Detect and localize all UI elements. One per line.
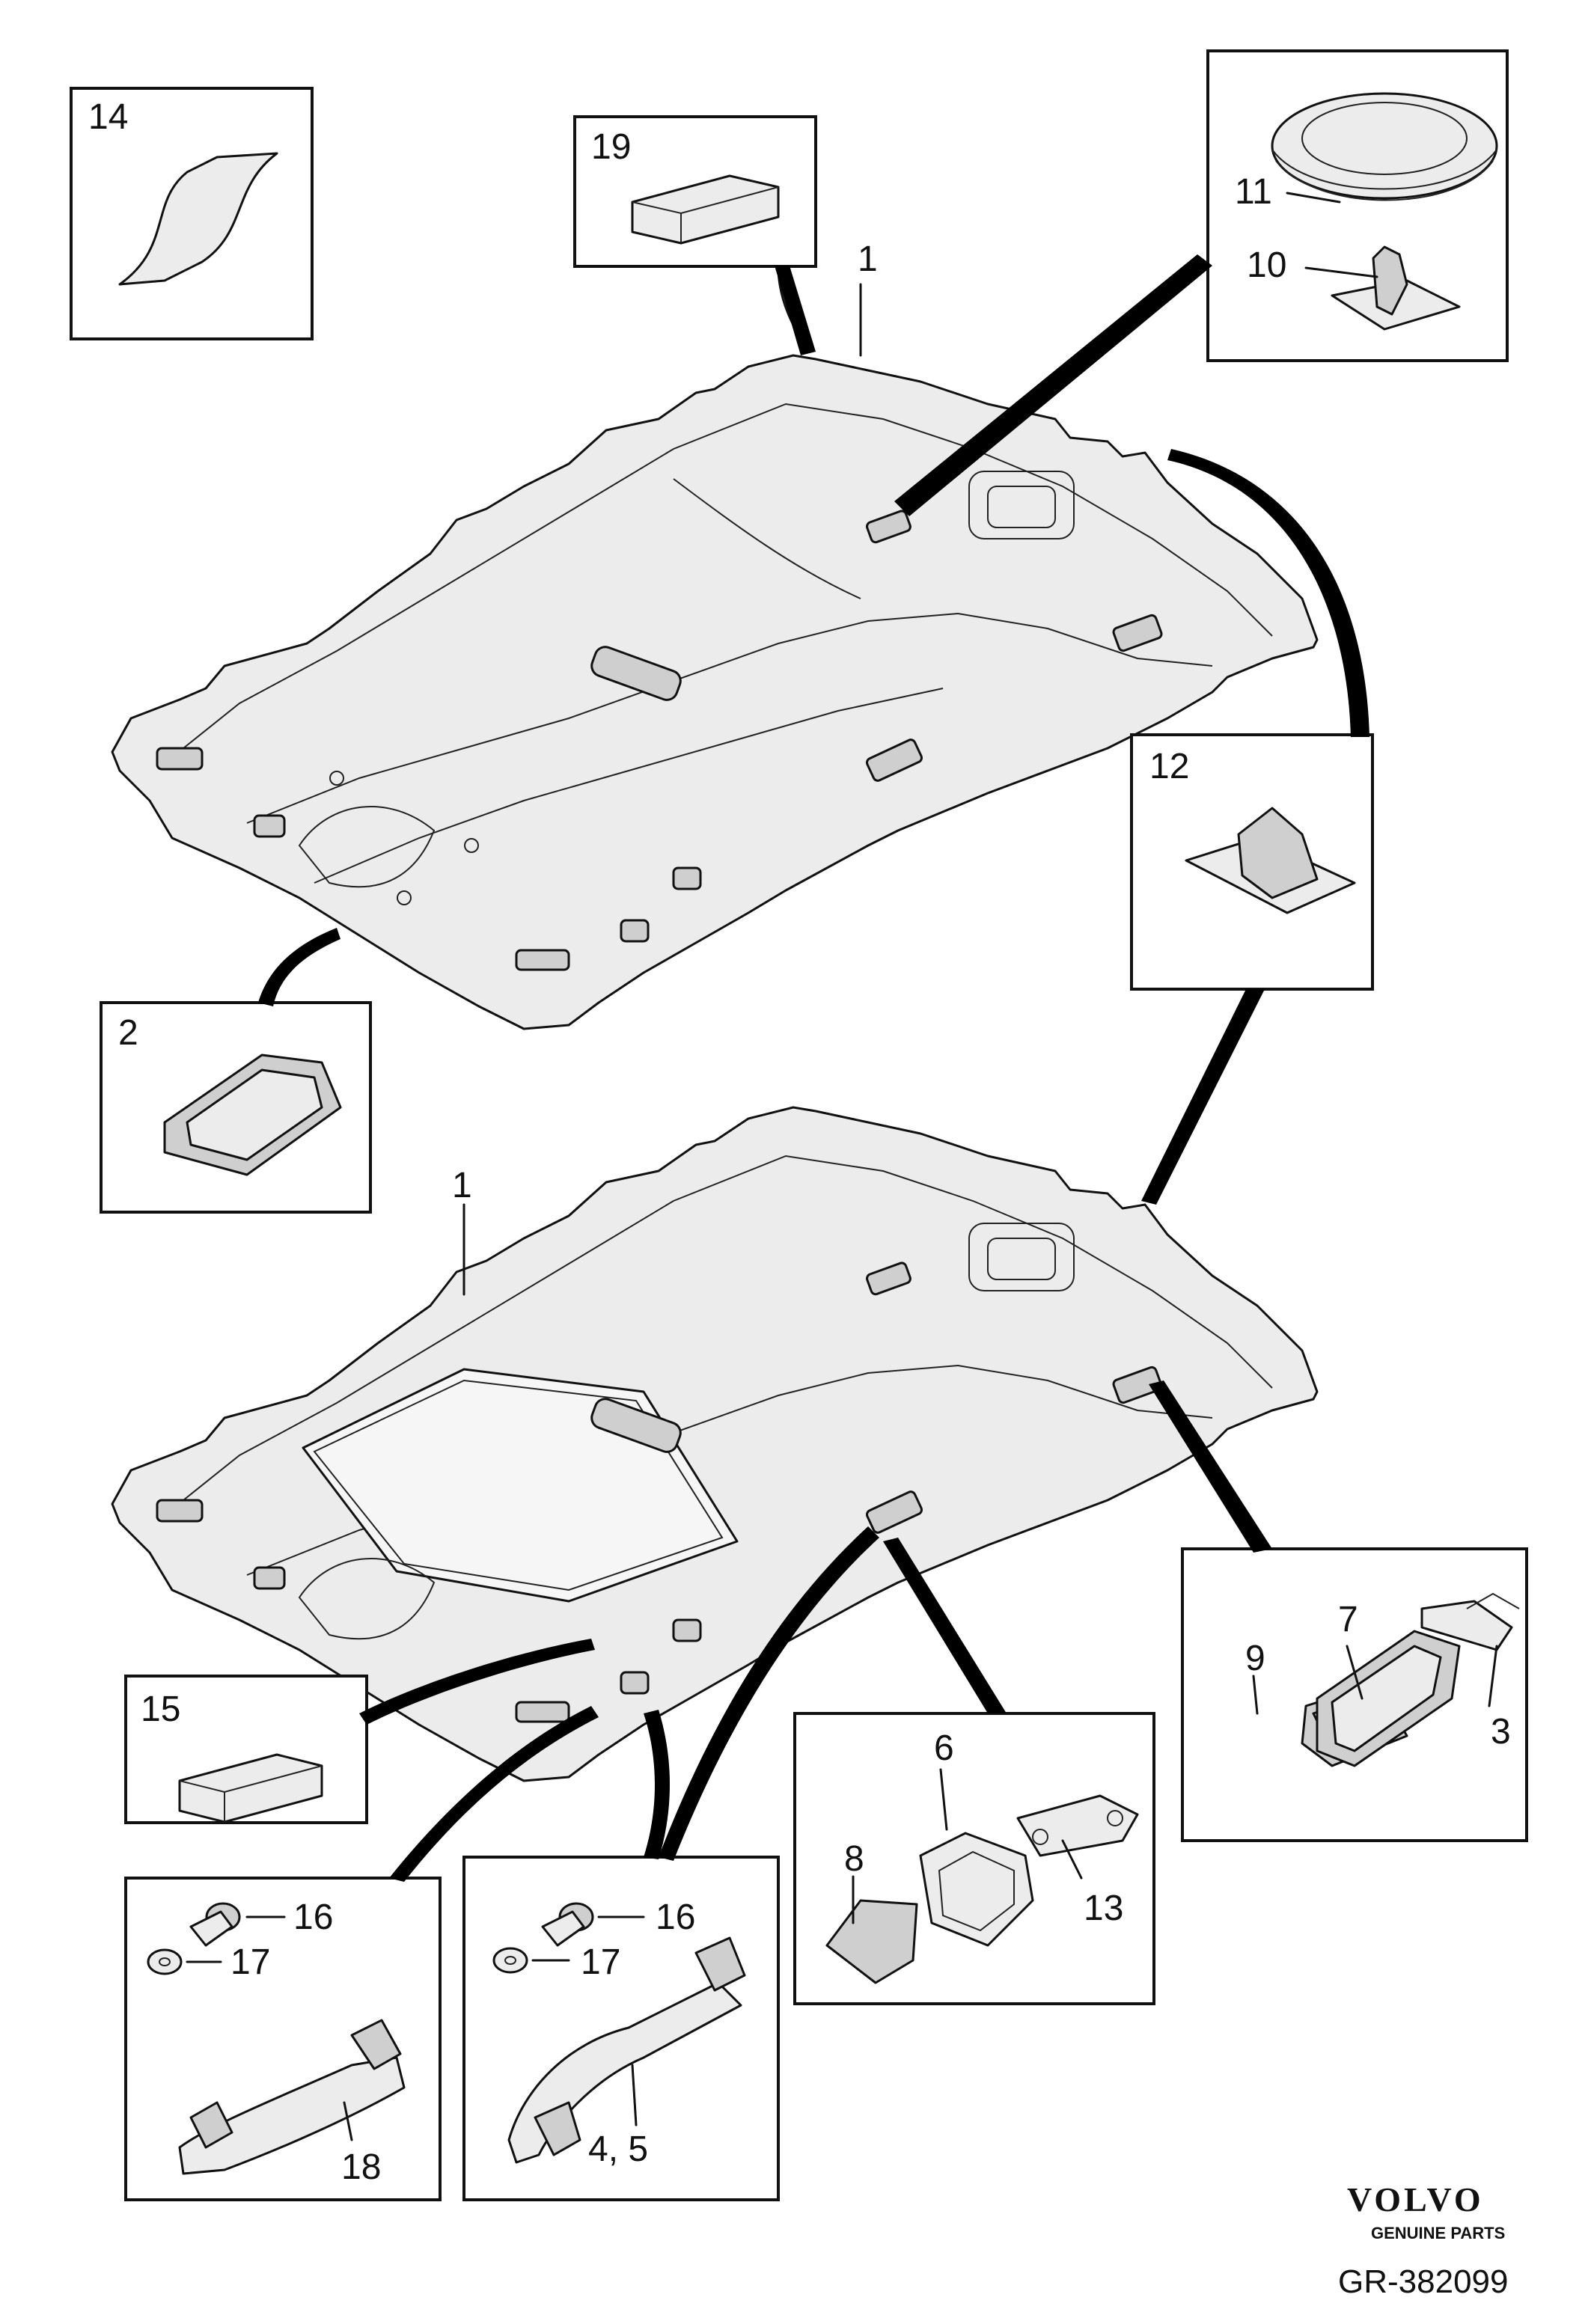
part-box-2 [100,1001,372,1214]
part-box-12 [1130,733,1374,991]
callout-18: 18 [341,2147,381,2187]
callout-16-a: 16 [293,1898,333,1937]
part-box-16-17-18 [124,1877,442,2201]
callout-7: 7 [1338,1600,1358,1639]
part-box-15 [124,1675,368,1824]
callout-13: 13 [1084,1889,1123,1928]
callout-1-bottom: 1 [452,1166,472,1205]
brand-tagline: GENUINE PARTS [1371,2224,1505,2242]
callout-4-5: 4, 5 [588,2129,648,2169]
callout-17-a: 17 [230,1942,270,1982]
callout-6: 6 [934,1728,954,1768]
callout-8: 8 [844,1839,864,1879]
part-box-3-7-9 [1181,1547,1528,1842]
callout-2: 2 [118,1013,138,1053]
callout-3: 3 [1491,1712,1511,1752]
callout-12: 12 [1149,747,1189,786]
leader-lines [462,192,1498,1924]
headliner-top [111,354,1319,1030]
callout-15: 15 [141,1690,180,1729]
callout-17-b: 17 [581,1942,620,1982]
brand-logo-text: VOLVO [1347,2180,1484,2218]
callout-16-b: 16 [656,1898,695,1937]
callout-14: 14 [88,97,128,137]
connector-arrows [258,254,1369,1882]
callout-11: 11 [1235,172,1272,212]
part-box-16-17-4-5 [462,1856,780,2201]
callout-9: 9 [1245,1639,1265,1678]
part-box-14 [70,87,314,340]
part-box-19 [573,115,817,268]
callout-10: 10 [1247,245,1286,285]
diagram-code: GR-382099 [1338,2263,1508,2300]
headliner-bottom [111,1106,1319,1782]
part-box-10-11 [1206,49,1509,362]
part-box-6-8-13 [793,1712,1155,2005]
callout-1-top: 1 [858,239,878,279]
callout-19: 19 [591,127,631,167]
